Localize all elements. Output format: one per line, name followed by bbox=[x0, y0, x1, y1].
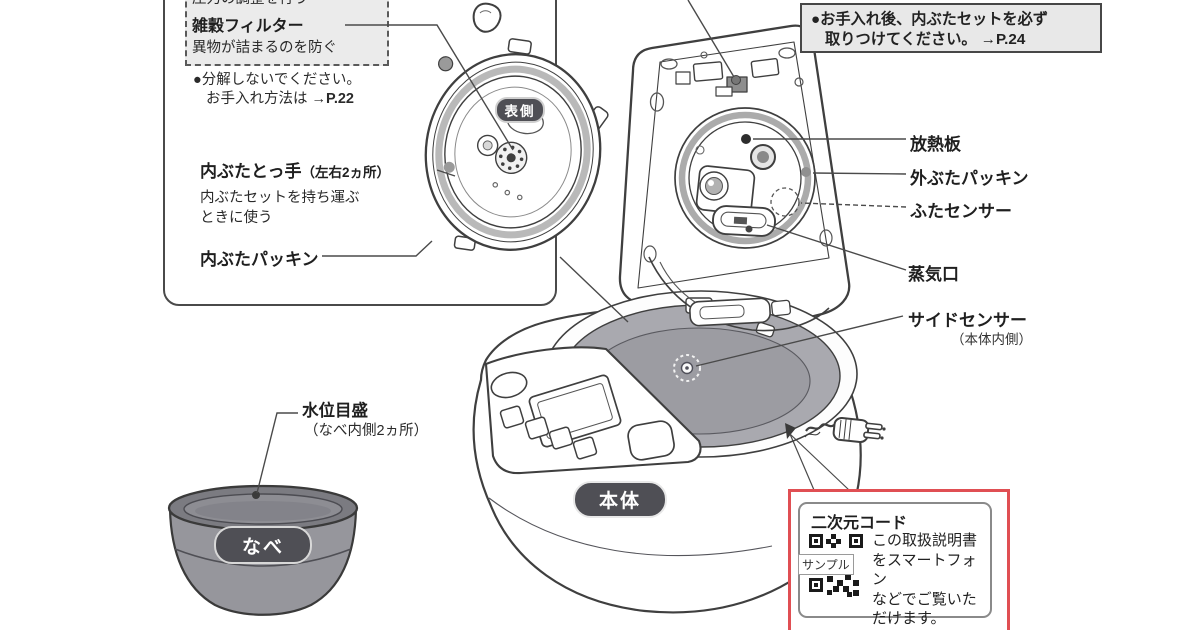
inner-lid-packing-label: 内ぶたパッキン bbox=[200, 250, 319, 269]
water-scale-note: （なべ内側2ヵ所） bbox=[304, 423, 429, 439]
heat-plate-marker bbox=[741, 134, 751, 144]
inner-lid-handle-desc2: ときに使う bbox=[200, 210, 273, 226]
outer-lid-packing-label: 外ぶたパッキン bbox=[910, 169, 1029, 188]
leader-grain-filter bbox=[345, 24, 514, 151]
page-ref-24: P.24 bbox=[995, 31, 1026, 48]
leader-lid-install bbox=[559, 256, 629, 323]
leader-inner-lid-handle bbox=[436, 169, 456, 177]
filter-box-top-line: 圧力の調整を行う bbox=[192, 0, 308, 8]
steam-vent-label: 蒸気口 bbox=[908, 265, 959, 284]
qr-code-box: 二次元コード サンプル この取扱説明書 をスマートフォン などでご覧いた だけま… bbox=[788, 489, 1010, 630]
leader-lines bbox=[256, 0, 907, 494]
note-line1: ●お手入れ後、内ぶたセットを必ず bbox=[811, 11, 1048, 28]
grain-filter-label: 雑穀フィルター bbox=[192, 18, 304, 35]
qr-code-inner-box: 二次元コード サンプル この取扱説明書 をスマートフォン などでご覧いた だけま… bbox=[798, 502, 992, 627]
outer-lid-drawing bbox=[618, 24, 851, 338]
leader-water-scale bbox=[256, 412, 298, 494]
caution-line2: お手入れ方法は →P.22 bbox=[206, 91, 354, 107]
lid-latch bbox=[675, 58, 780, 97]
leader-qr-1 bbox=[789, 433, 815, 491]
heat-plate-label: 放熱板 bbox=[910, 135, 961, 154]
control-panel-drawing bbox=[484, 346, 702, 475]
inner-lid-set-drawing bbox=[424, 38, 609, 251]
side-sensor-label: サイドセンサー bbox=[908, 311, 1027, 330]
note-line2: 取りつけてください。 →P.24 bbox=[825, 31, 1026, 48]
small-part-top bbox=[472, 2, 502, 33]
top-leader-dot bbox=[731, 75, 741, 85]
front-side-badge: 表側 bbox=[495, 97, 545, 123]
caution-line1: ●分解しないでください。 bbox=[193, 72, 361, 88]
qr-description: この取扱説明書 をスマートフォン などでご覧いた だけます。 bbox=[872, 532, 978, 627]
body-badge: 本体 bbox=[573, 481, 667, 518]
qr-location-marker bbox=[785, 423, 796, 439]
side-sensor-note: （本体内側） bbox=[951, 332, 1032, 347]
inner-lid-handle-desc1: 内ぶたセットを持ち運ぶ bbox=[200, 190, 360, 206]
leader-steam-vent bbox=[766, 224, 907, 271]
leader-top-cut bbox=[687, 0, 735, 78]
leader-qr-2 bbox=[789, 433, 850, 491]
water-scale-marker bbox=[252, 491, 260, 499]
qr-sample-label: サンプル bbox=[798, 554, 854, 575]
power-plug-drawing bbox=[785, 416, 886, 444]
grain-filter-hub bbox=[494, 141, 528, 175]
maintenance-note-box: ●お手入れ後、内ぶたセットを必ず 取りつけてください。 →P.24 bbox=[800, 3, 1102, 53]
water-scale-label: 水位目盛 bbox=[302, 402, 368, 420]
qr-box-title: 二次元コード bbox=[811, 515, 908, 532]
outer-packing-marker bbox=[801, 167, 811, 177]
page-ref-22: P.22 bbox=[326, 91, 354, 107]
inner-lid-handle-label: 内ぶたとっ手（左右2ヵ所） bbox=[200, 162, 391, 181]
grain-filter-desc: 異物が詰まるのを防ぐ bbox=[192, 40, 337, 56]
lid-sensor-marker bbox=[770, 187, 800, 217]
steam-vent-slot bbox=[712, 205, 776, 237]
grain-filter-note-box bbox=[185, 0, 389, 66]
leader-side-sensor bbox=[695, 315, 904, 367]
leader-lid-sensor bbox=[800, 202, 907, 208]
leader-outer-packing bbox=[812, 172, 907, 175]
pot-badge: なべ bbox=[214, 526, 312, 564]
qr-code-icon bbox=[809, 534, 863, 597]
lid-sensor-label: ふたセンサー bbox=[910, 202, 1012, 221]
center-sensor-marker bbox=[673, 354, 701, 382]
hinge-drawing bbox=[648, 256, 830, 332]
leader-inner-lid-packing bbox=[322, 240, 433, 257]
